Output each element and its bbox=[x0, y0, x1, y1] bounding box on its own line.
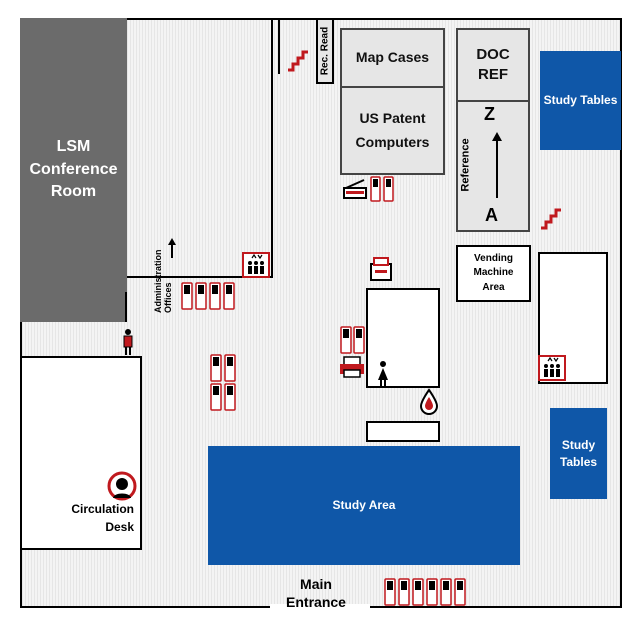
computer-icon bbox=[440, 578, 452, 606]
vending-machine-area[interactable]: Vending Machine Area bbox=[456, 245, 531, 302]
water-fountain-icon bbox=[419, 388, 439, 415]
center-enclosure bbox=[366, 288, 440, 388]
staff-person-icon bbox=[123, 329, 133, 355]
computer-icon bbox=[210, 354, 222, 382]
rec-read-room[interactable]: Rec. Read bbox=[316, 18, 334, 84]
computer-icon bbox=[383, 176, 394, 202]
rec-read-label: Rec. Read bbox=[319, 26, 331, 76]
wall-admin-bottom bbox=[127, 276, 273, 278]
reference-start-label: A bbox=[485, 205, 498, 225]
scanner-icon bbox=[343, 179, 367, 199]
computer-icon bbox=[454, 578, 466, 606]
wall-stairs-left bbox=[278, 18, 280, 74]
main-entrance-label: Main Entrance bbox=[266, 576, 366, 610]
reference-arrowhead bbox=[492, 132, 502, 141]
entrance-gap bbox=[270, 604, 370, 610]
main-entrance-line1: Main bbox=[300, 576, 332, 592]
reference-label: Reference bbox=[459, 138, 472, 192]
study-tables-top[interactable]: Study Tables bbox=[540, 51, 621, 150]
study-area-label: Study Area bbox=[332, 498, 396, 513]
map-cases-room[interactable]: Map Cases bbox=[340, 28, 445, 88]
study-area[interactable]: Study Area bbox=[208, 446, 520, 565]
elevator-icon bbox=[242, 252, 270, 278]
circulation-label: Circulation Desk bbox=[71, 502, 134, 534]
conference-room[interactable]: LSM Conference Room bbox=[20, 18, 127, 322]
doc-ref-label: DOC REF bbox=[476, 45, 510, 83]
elevator-icon bbox=[538, 355, 566, 381]
map-cases-label: Map Cases bbox=[355, 49, 430, 66]
admin-arrowhead bbox=[168, 238, 176, 245]
main-entrance-line2: Entrance bbox=[286, 594, 346, 610]
circulation-desk[interactable]: Circulation Desk bbox=[20, 356, 142, 550]
copier-icon bbox=[370, 257, 392, 281]
admin-arrow bbox=[171, 244, 173, 258]
computer-icon bbox=[224, 354, 236, 382]
stairs-icon bbox=[288, 50, 308, 72]
computer-icon bbox=[210, 383, 222, 411]
computer-icon bbox=[398, 578, 410, 606]
reference-direction-arrow bbox=[496, 138, 498, 198]
help-desk-icon bbox=[107, 471, 137, 501]
us-patent-label: US Patent Computers bbox=[355, 109, 430, 150]
computer-icon bbox=[412, 578, 424, 606]
computer-icon bbox=[353, 326, 365, 354]
doc-ref-room[interactable]: DOC REF bbox=[456, 28, 530, 102]
study-tables-top-label: Study Tables bbox=[543, 93, 618, 108]
study-tables-right[interactable]: Study Tables bbox=[550, 408, 607, 499]
computer-icon bbox=[426, 578, 438, 606]
study-tables-right-label: Study Tables bbox=[559, 438, 598, 469]
stairs-icon bbox=[541, 208, 561, 230]
reference-room[interactable] bbox=[456, 100, 530, 232]
vending-label: Vending Machine Area bbox=[473, 252, 514, 293]
computer-icon bbox=[370, 176, 381, 202]
computer-icon bbox=[224, 383, 236, 411]
computer-icon bbox=[209, 282, 221, 310]
conference-room-label: LSM Conference Room bbox=[29, 138, 118, 201]
printer-icon bbox=[340, 356, 364, 378]
wall-admin-right bbox=[271, 18, 273, 278]
admin-offices-label: Administration Offices bbox=[153, 213, 183, 313]
wall-left-seg bbox=[125, 292, 127, 322]
computer-icon bbox=[340, 326, 352, 354]
center-small-box bbox=[366, 421, 440, 442]
computer-icon bbox=[384, 578, 396, 606]
reference-end-label: Z bbox=[484, 104, 495, 124]
restroom-icon bbox=[378, 361, 388, 387]
computer-icon bbox=[223, 282, 235, 310]
us-patent-room[interactable]: US Patent Computers bbox=[340, 86, 445, 175]
admin-line2: Offices bbox=[163, 282, 173, 313]
computer-icon bbox=[181, 282, 193, 310]
admin-line1: Administration bbox=[153, 249, 163, 313]
computer-icon bbox=[195, 282, 207, 310]
